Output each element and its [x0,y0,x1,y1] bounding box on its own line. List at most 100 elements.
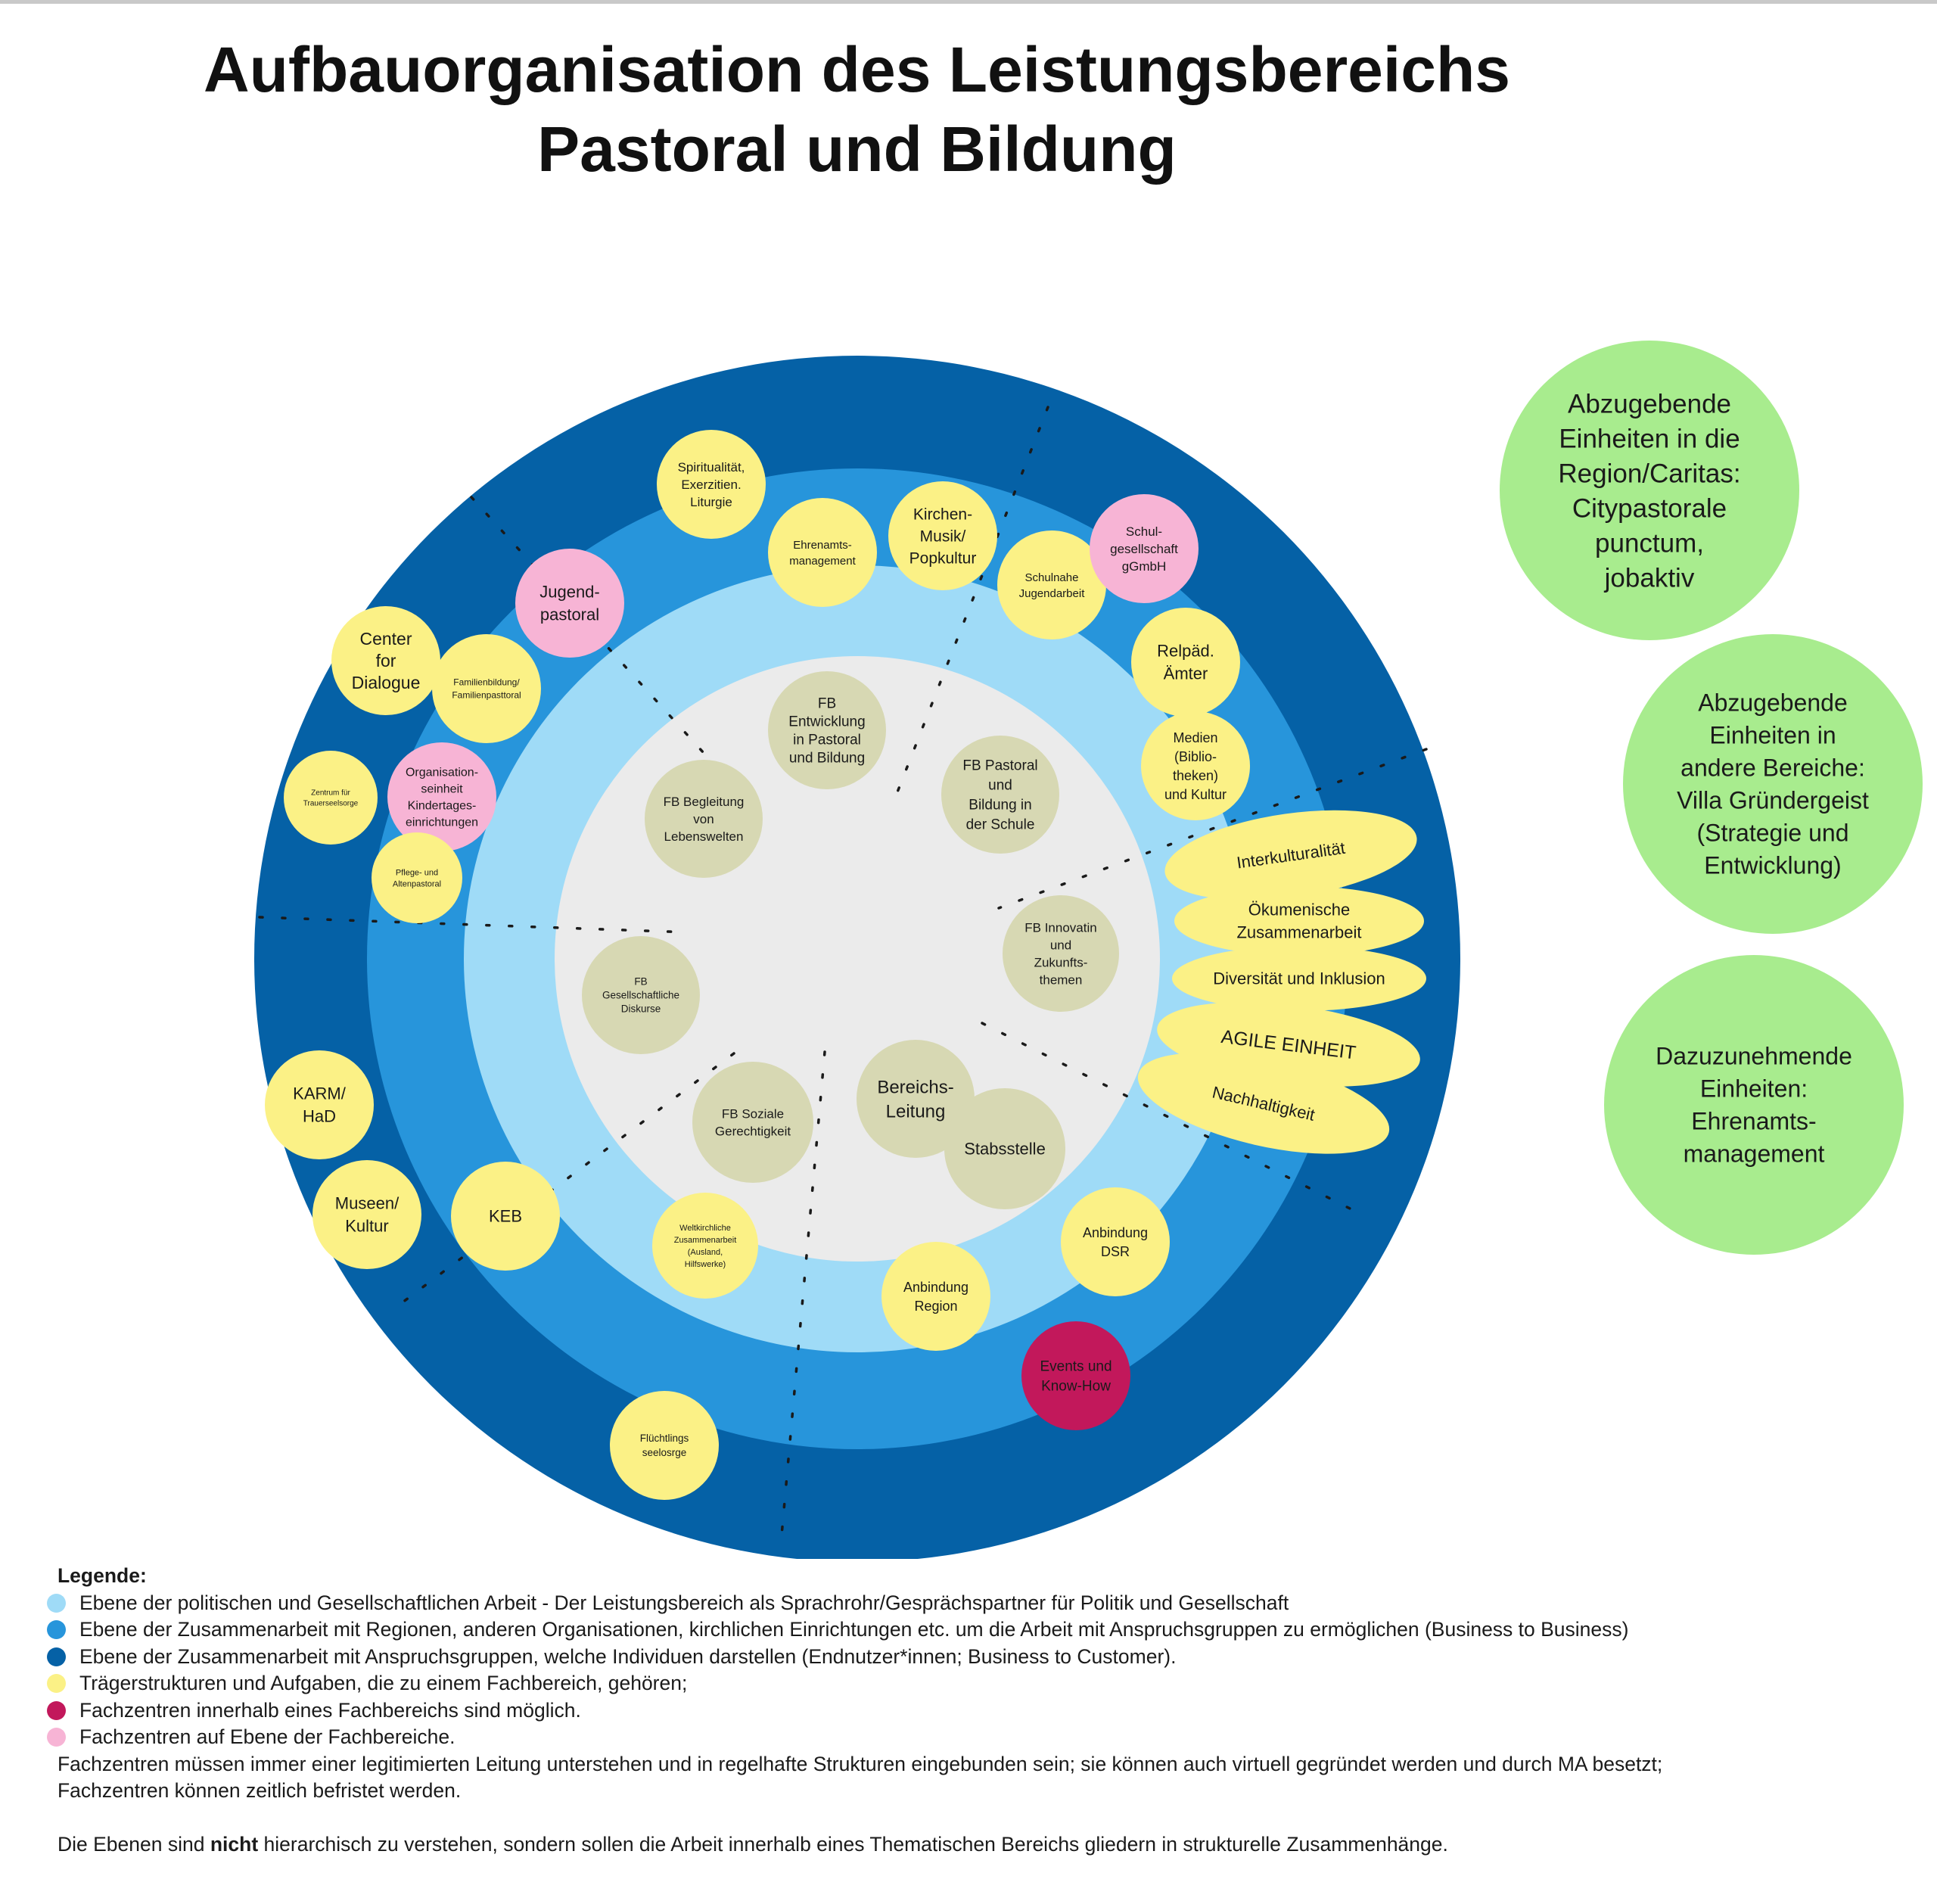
legend-dot [47,1700,66,1720]
legend-item-politik: Ebene der politischen und Gesellschaftli… [47,1590,1908,1617]
medien-circle [1141,711,1250,820]
keb-label: KEB [489,1207,522,1226]
museen-kultur-circle [312,1160,421,1269]
fb-innovation-circle [1003,895,1119,1012]
ehrenamtsmanagement: Ehrenamts-management [768,498,877,607]
divider-lines [258,406,1428,1545]
familienbildung-circle [432,634,541,743]
fb-gesellschaftliche-diskurse-circle [582,936,700,1054]
anbindung-region-circle [881,1242,990,1351]
legend-item-b2b: Ebene der Zusammenarbeit mit Regionen, a… [47,1616,1908,1644]
divider-line [981,1022,1363,1216]
jugendpastoral-circle [515,549,624,658]
karm-had-label: KARM/HaD [293,1084,347,1126]
divider-line [891,406,1049,805]
kirchenmusik-label: Kirchen-Musik/Popkultur [909,506,977,567]
legend-item-fachzentrum-innerhalb: Fachzentren innerhalb eines Fachbereichs… [47,1697,1908,1725]
museen-kultur: Museen/Kultur [312,1160,421,1269]
fluechtlingsseelsorge-circle [610,1391,719,1500]
legend-title: Legende: [58,1564,147,1587]
events-know-how-circle [1021,1321,1130,1430]
legend-item-text: Fachzentren innerhalb eines Fachbereichs… [79,1698,581,1722]
divider-line [779,1050,826,1545]
fb-entwicklung-circle [768,671,886,789]
bereichsleitung-label: Bereichs-Leitung [877,1077,953,1122]
diversitaet-inklusion-ellipse [1172,946,1426,1011]
anbindung-dsr-circle [1061,1187,1170,1296]
spiritualitaet-circle [657,430,766,539]
final-note-bold: nicht [210,1832,259,1856]
abzugebende-region-circle [1500,341,1799,640]
fb-soziale-gerechtigkeit-circle [692,1062,813,1183]
legend-item-b2c: Ebene der Zusammenarbeit mit Anspruchsgr… [47,1644,1908,1671]
legend-item-text: Fachzentren auf Ebene der Fachbereiche. [79,1725,455,1748]
nachhaltigkeit-ellipse [1137,1053,1390,1154]
jugendpastoral: Jugend-pastoral [515,549,624,658]
legend-item-text: Ebene der politischen und Gesellschaftli… [79,1591,1289,1614]
schulnahe-jugendarbeit-circle [997,530,1106,639]
interkulturalitaet: Interkulturalität [1164,810,1417,901]
familienbildung-label: Familienbildung/Familienpasttoral [452,677,521,701]
relpaed-aemter-label: Relpäd.Ämter [1157,642,1214,683]
spiritualitaet-label: Spiritualität,Exerzitien.Liturgie [678,460,745,509]
divider-line [258,916,690,934]
museen-kultur-label: Museen/Kultur [335,1194,400,1236]
divider-line [997,748,1428,910]
top-border-line [0,0,1937,4]
legend-dot [47,1620,66,1640]
pflege-altenpastoral-circle [372,832,462,923]
fb-begleitung-circle [645,760,763,878]
legend-dot [47,1593,66,1613]
karm-had: KARM/HaD [265,1050,374,1159]
organisationseinheit-kita-circle [387,742,496,851]
relpaed-aemter: Relpäd.Ämter [1131,608,1240,717]
interkulturalitaet-ellipse [1164,810,1417,901]
divider-line [392,1052,735,1311]
relpaed-aemter-circle [1131,608,1240,717]
page-title-line-1: Aufbauorganisation des Leistungsbereichs [204,34,1510,105]
legend-note-line-1: Fachzentren müssen immer einer legitimie… [58,1752,1663,1775]
final-note-suffix: hierarchisch zu verstehen, sondern solle… [258,1832,1448,1856]
page-title-line-2: Pastoral und Bildung [537,114,1177,185]
kirchenmusik: Kirchen-Musik/Popkultur [888,481,997,590]
legend-dot [47,1674,66,1694]
medien-label: Medien(Biblio-theken)und Kultur [1164,730,1227,802]
legend-final-note: Die Ebenen sind nicht hierarchisch zu ve… [47,1831,1908,1859]
keb-circle [451,1162,560,1271]
zentrum-trauerseelsorge-circle [284,751,378,845]
stabsstelle: Stabsstelle [944,1088,1065,1209]
diversitaet-inklusion-label: Diversität und Inklusion [1213,969,1385,988]
bereichsleitung: Bereichs-Leitung [857,1040,975,1158]
jugendpastoral-label: Jugend-pastoral [539,583,600,624]
divider-line [470,496,758,813]
